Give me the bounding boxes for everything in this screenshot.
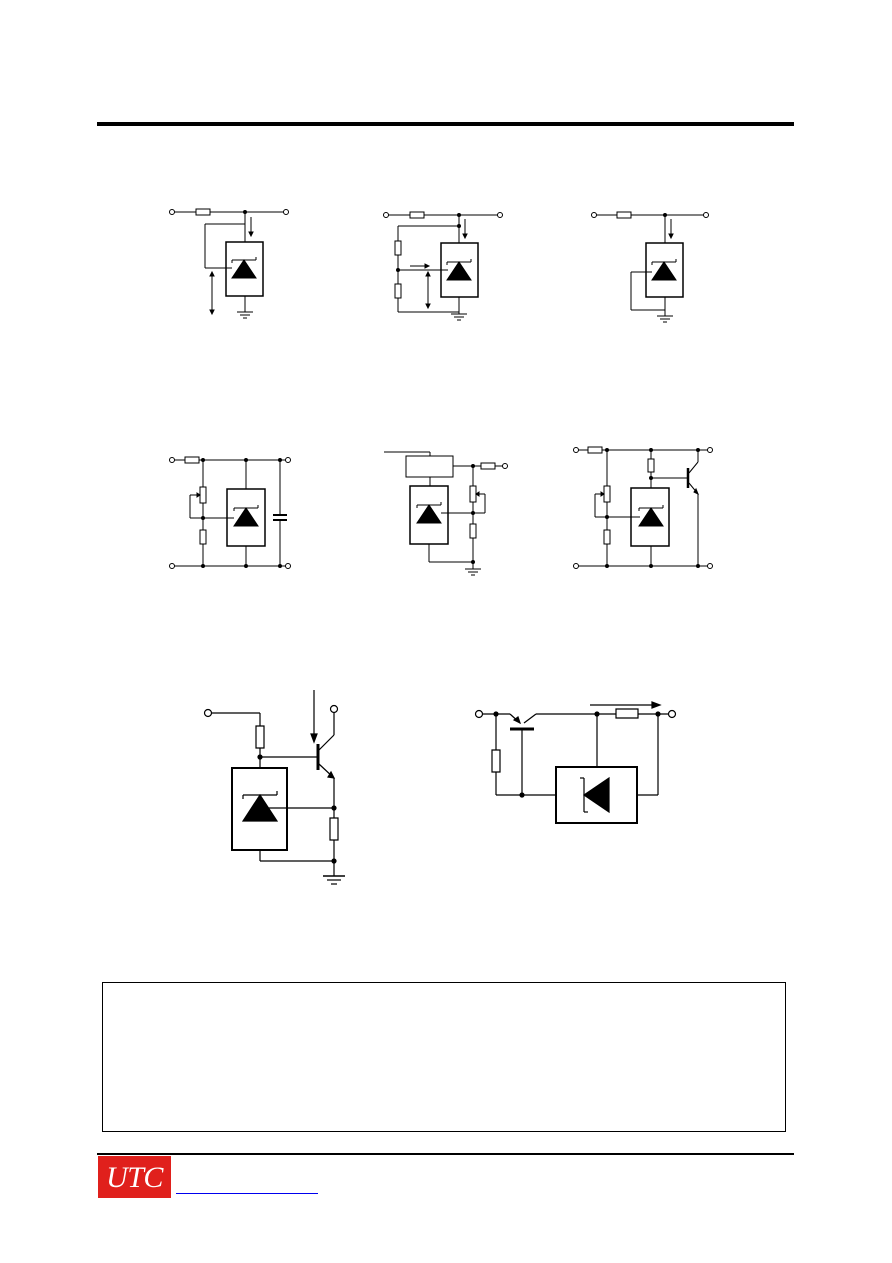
circuit-regulator-reference (384, 452, 508, 575)
bias-resistor (256, 726, 264, 748)
header-rule (97, 122, 794, 126)
application-circuits (0, 0, 892, 1000)
regulator-block (406, 456, 453, 477)
resistor (604, 530, 610, 544)
series-resistor (196, 209, 210, 215)
circuit-constant-current-sink (205, 690, 346, 884)
utc-logo: UTC (98, 1156, 171, 1198)
website-link-underline[interactable] (176, 1193, 318, 1194)
logo-text: UTC (106, 1161, 163, 1194)
resistor (470, 524, 476, 538)
regulator-body (556, 767, 637, 823)
notice-box (102, 982, 786, 1132)
regulator-symbol (232, 260, 256, 278)
sense-resistor (330, 818, 338, 840)
footer-rule (97, 1153, 794, 1155)
base-resistor (648, 459, 654, 472)
series-resistor (588, 447, 602, 453)
circuit-constant-current-source (476, 702, 676, 823)
series-resistor (185, 457, 199, 463)
sense-resistor (616, 709, 638, 718)
circuit-shunt-with-capacitor (170, 457, 291, 569)
bias-resistor (492, 750, 500, 772)
divider-resistor-bottom (395, 284, 401, 298)
output-terminal (284, 210, 289, 215)
series-resistor (481, 463, 495, 469)
circuit-shunt-regulator (170, 209, 289, 318)
series-resistor (410, 212, 424, 218)
divider-resistor-top (395, 241, 401, 255)
input-terminal (170, 210, 175, 215)
circuit-fixed-reference (592, 212, 709, 322)
resistor (200, 530, 206, 544)
circuit-adjustable-shunt (384, 212, 503, 320)
series-resistor (617, 212, 631, 218)
regulator-body (631, 488, 669, 546)
circuit-high-current-shunt (574, 447, 713, 569)
